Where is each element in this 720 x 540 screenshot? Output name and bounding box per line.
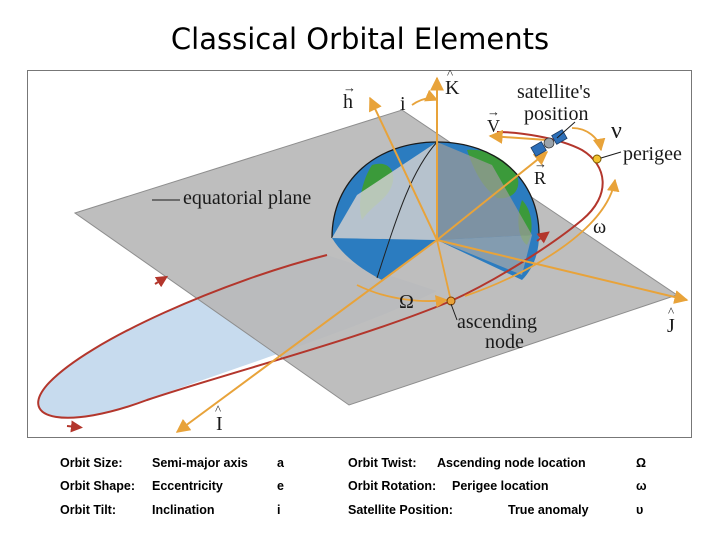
label-J-hat: ^ <box>668 304 674 319</box>
label-Omega: Ω <box>399 291 414 313</box>
node-line <box>436 239 452 302</box>
satellite-icon <box>530 129 568 157</box>
row2-sym: e <box>277 479 284 493</box>
label-equatorial-plane: equatorial plane <box>183 187 311 209</box>
vector-R <box>436 151 549 241</box>
label-nu: ν <box>611 118 622 144</box>
row2-name: Orbit Shape: <box>60 479 136 493</box>
label-i: i <box>400 93 406 115</box>
row1-name: Orbit Size: <box>60 456 123 470</box>
row2-desc: Eccentricity <box>152 479 223 493</box>
orbit-front-path <box>450 131 604 302</box>
inclination-arc <box>411 89 439 106</box>
row1-sym2: Ω <box>636 456 647 470</box>
label-K: K <box>445 77 460 99</box>
earth-hemisphere <box>331 141 540 280</box>
row3-name2: Satellite Position: <box>348 503 453 517</box>
label-position: position <box>524 103 588 125</box>
label-ascending: ascending <box>457 311 537 333</box>
vector-I <box>175 239 438 433</box>
orbital-diagram: K ^ h → i V → R → satellite's position ν… <box>27 70 692 438</box>
row3-name: Orbit Tilt: <box>60 503 117 517</box>
row2-name2: Orbit Rotation: <box>348 479 437 493</box>
row1-name2: Orbit Twist: <box>348 456 417 470</box>
label-h: h <box>343 91 353 113</box>
elements-table: Orbit Size: Semi-major axis a Orbit Twis… <box>0 452 720 532</box>
argument-of-perigee-arc <box>464 178 620 297</box>
label-omega-small: ω <box>593 216 606 238</box>
label-V: V <box>487 116 500 136</box>
orbit-arrow-3 <box>536 231 550 244</box>
row1-desc2: Ascending node location <box>437 456 586 470</box>
row3-sym: i <box>277 503 281 517</box>
label-I: I <box>216 413 223 435</box>
vector-h <box>369 96 438 241</box>
label-R: R <box>534 168 546 188</box>
perigee-marker <box>592 154 602 164</box>
label-h-arrow: → <box>343 80 356 95</box>
row1-desc: Semi-major axis <box>152 456 248 470</box>
vector-J <box>436 239 689 304</box>
satellite-pointer <box>556 121 576 139</box>
orbit-arrow-2 <box>66 420 83 433</box>
label-R-arrow: → <box>534 156 547 171</box>
label-K-hat: ^ <box>447 70 453 81</box>
label-I-hat: ^ <box>215 402 221 417</box>
raan-arc <box>356 284 449 308</box>
ascending-node-pointer <box>450 303 458 321</box>
row3-sym2: υ <box>636 503 644 517</box>
row1-sym: a <box>277 456 284 470</box>
ascending-node-marker <box>446 296 456 306</box>
label-satellite: satellite's <box>517 81 591 103</box>
row2-desc2: Perigee location <box>452 479 549 493</box>
label-node: node <box>485 331 524 353</box>
label-V-arrow: → <box>487 104 500 119</box>
row2-sym2: ω <box>636 479 647 493</box>
label-perigee: perigee <box>623 143 682 165</box>
true-anomaly-arc <box>571 127 606 152</box>
perigee-pointer <box>600 151 622 159</box>
vector-V <box>488 129 548 144</box>
orbit-arrow-1 <box>154 275 169 288</box>
orbit-lower-path <box>37 254 452 419</box>
label-J: J <box>667 315 675 337</box>
row3-desc: Inclination <box>152 503 215 517</box>
slide-title: Classical Orbital Elements <box>170 22 550 56</box>
row3-desc2: True anomaly <box>508 503 589 517</box>
